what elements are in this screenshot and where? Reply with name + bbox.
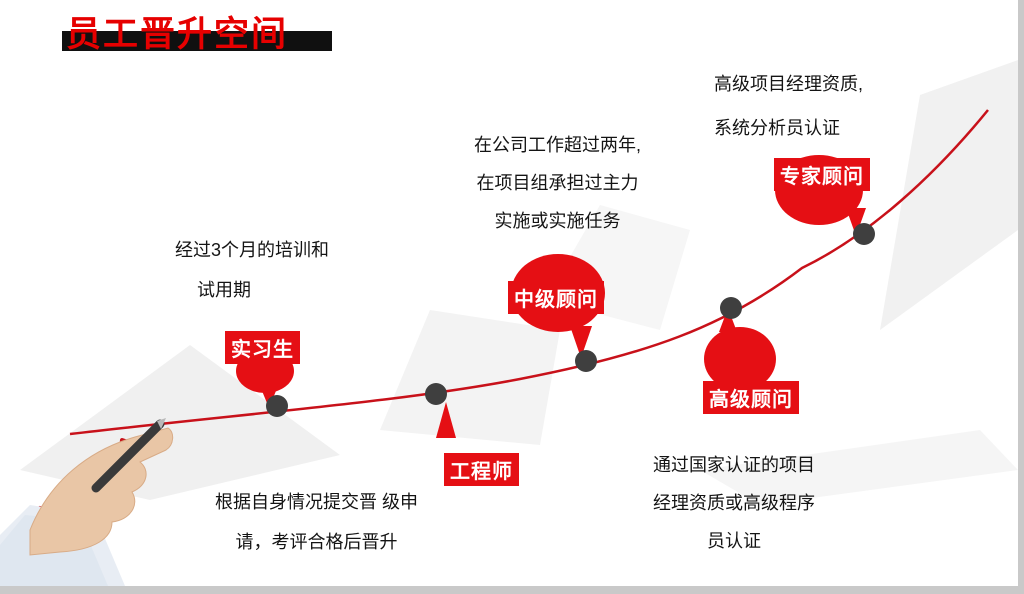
stage-dot-engineer <box>425 383 447 405</box>
note-line: 根据自身情况提交晋 级申 <box>215 492 418 512</box>
stage-label-expert: 专家顾问 <box>774 158 870 191</box>
stage-label-intern: 实习生 <box>225 331 300 364</box>
stage-dot-expert <box>853 223 875 245</box>
stage-label-mid: 中级顾问 <box>508 281 604 314</box>
title-highlight-bar <box>62 31 332 51</box>
background-polygon <box>880 60 1018 330</box>
note-intern: 经过3个月的培训和 试用期 <box>175 230 375 310</box>
stage-dot-senior <box>720 297 742 319</box>
note-line: 通过国家认证的项目 <box>653 455 815 475</box>
note-line: 高级项目经理资质, <box>714 74 864 94</box>
note-line: 系统分析员认证 <box>714 118 840 138</box>
note-engineer: 根据自身情况提交晋 级申 请，考评合格后晋升 <box>174 482 459 562</box>
pen <box>91 419 165 493</box>
note-line: 实施或实施任务 <box>494 211 621 231</box>
note-line: 在公司工作超过两年, <box>473 135 641 155</box>
note-line: 在项目组承担过主力 <box>476 173 639 193</box>
note-senior: 通过国家认证的项目 经理资质或高级程序 员认证 <box>628 446 840 560</box>
hand <box>29 427 174 556</box>
stage-label-senior: 高级顾问 <box>703 381 799 414</box>
note-line: 经过3个月的培训和 <box>175 240 330 260</box>
background-polygon <box>700 430 1018 505</box>
note-line: 试用期 <box>197 280 251 300</box>
note-mid: 在公司工作超过两年, 在项目组承担过主力 实施或实施任务 <box>455 126 660 240</box>
stage-label-engineer: 工程师 <box>444 453 519 486</box>
engineer-balloon-tail <box>436 402 456 438</box>
pen-tip <box>157 418 166 429</box>
stage-dot-intern <box>266 395 288 417</box>
note-expert: 高级项目经理资质, 系统分析员认证 <box>714 62 934 150</box>
background-polygon <box>380 310 560 445</box>
note-line: 经理资质或高级程序 <box>653 493 815 513</box>
page-title: 员工晋升空间 <box>66 15 289 54</box>
note-line: 员认证 <box>707 531 761 551</box>
hand-with-pen-photo <box>0 418 174 586</box>
stage-dot-mid <box>575 350 597 372</box>
senior-balloon <box>704 327 776 391</box>
note-line: 请，考评合格后晋升 <box>235 532 398 552</box>
